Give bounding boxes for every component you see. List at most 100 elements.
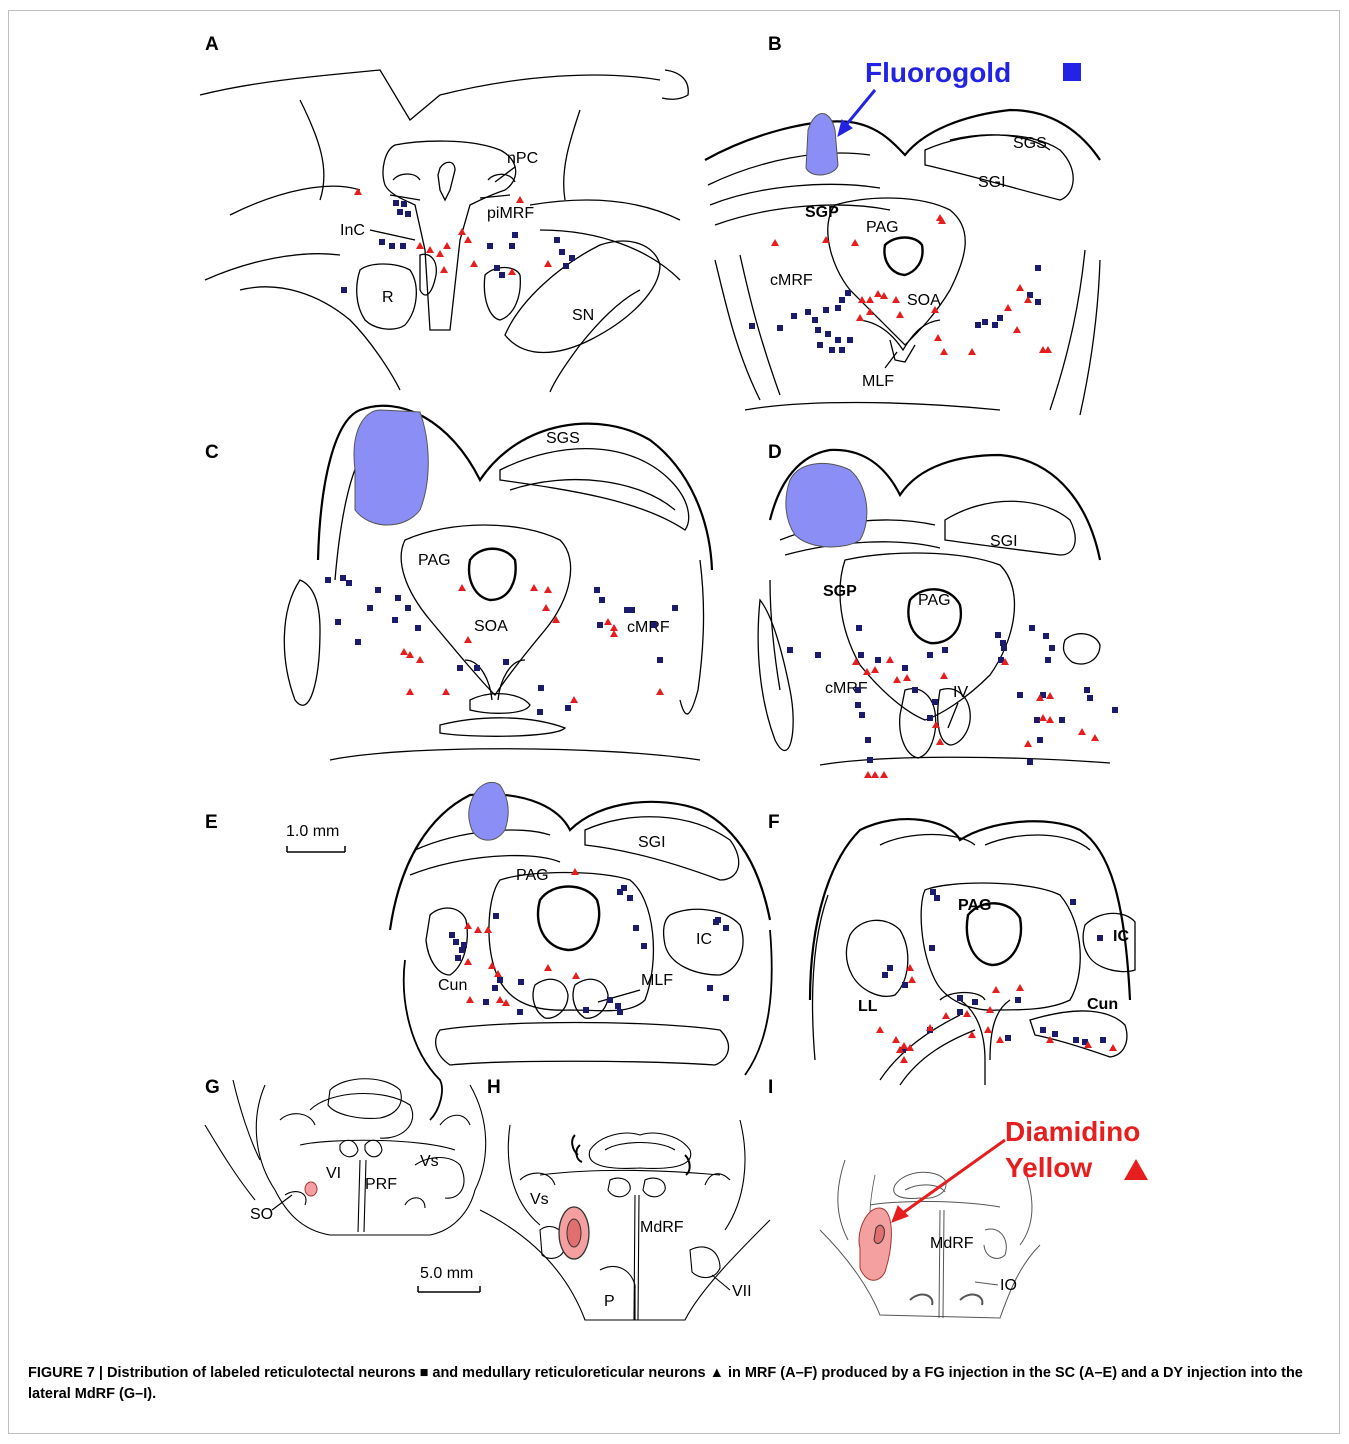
reticuloreticular-neuron-marker [466, 996, 474, 1003]
reticulotectal-neuron-marker [723, 995, 729, 1001]
reticulotectal-neuron-marker [341, 287, 347, 293]
reticulotectal-neuron-marker [902, 665, 908, 671]
reticulotectal-neuron-marker [492, 985, 498, 991]
reticulotectal-neuron-marker [379, 239, 385, 245]
reticulotectal-neuron-marker [855, 702, 861, 708]
reticulotectal-neuron-marker [1087, 695, 1093, 701]
reticuloreticular-neuron-marker [900, 1042, 908, 1049]
region-label-sgs-b: SGS [1013, 135, 1047, 152]
reticulotectal-neuron-marker [856, 625, 862, 631]
reticulotectal-neuron-marker [1084, 687, 1090, 693]
reticulotectal-neuron-marker [1017, 692, 1023, 698]
reticulotectal-neuron-marker [538, 685, 544, 691]
reticuloreticular-neuron-marker [443, 242, 451, 249]
panel-d: D SGI SGP PAG cMRF IV [758, 442, 1110, 765]
reticulotectal-neuron-marker [975, 322, 981, 328]
region-label-vs-h: Vs [530, 1191, 549, 1208]
region-label-pag-d: PAG [918, 592, 951, 609]
reticulotectal-neuron-marker [509, 243, 515, 249]
figure-caption: FIGURE 7 | Distribution of labeled retic… [28, 1363, 1323, 1405]
reticulotectal-neuron-marker [1029, 625, 1035, 631]
reticuloreticular-neuron-marker [436, 250, 444, 257]
reticulotectal-neuron-marker [749, 323, 755, 329]
reticulotectal-neuron-marker [405, 605, 411, 611]
region-label-pag-f: PAG [958, 897, 991, 914]
reticulotectal-neuron-marker [839, 297, 845, 303]
panel-label-d: D [768, 442, 782, 463]
reticulotectal-neuron-marker [340, 575, 346, 581]
reticulotectal-neuron-marker [1045, 657, 1051, 663]
reticulotectal-neuron-marker [657, 657, 663, 663]
reticuloreticular-neuron-marker [866, 308, 874, 315]
reticuloreticular-neuron-marker [1091, 734, 1099, 741]
reticulotectal-neuron-marker [932, 699, 938, 705]
reticuloreticular-neuron-marker [856, 314, 864, 321]
region-label-p-h: P [604, 1293, 615, 1310]
reticulotectal-neuron-marker [461, 942, 467, 948]
reticulotectal-neuron-marker [633, 925, 639, 931]
reticuloreticular-neuron-marker [604, 618, 612, 625]
reticulotectal-neuron-marker [1040, 1027, 1046, 1033]
reticulotectal-neuron-marker [400, 243, 406, 249]
reticuloreticular-neuron-marker [851, 239, 859, 246]
reticulotectal-neuron-marker [934, 895, 940, 901]
reticuloreticular-neuron-marker [464, 922, 472, 929]
reticulotectal-neuron-marker [617, 889, 623, 895]
reticulotectal-neuron-marker [707, 985, 713, 991]
region-label-soa-b: SOA [907, 292, 941, 309]
reticulotectal-neuron-marker [835, 337, 841, 343]
fluorogold-label: Fluorogold [865, 57, 1011, 88]
reticulotectal-neuron-marker [1001, 645, 1007, 651]
reticuloreticular-neuron-marker [903, 674, 911, 681]
reticulotectal-neuron-marker [629, 607, 635, 613]
region-label-mlf-b: MLF [862, 373, 894, 390]
reticulotectal-neuron-marker [1059, 717, 1065, 723]
reticuloreticular-neuron-marker [1109, 1044, 1117, 1051]
reticuloreticular-neuron-marker [1004, 304, 1012, 311]
reticulotectal-neuron-marker [1043, 633, 1049, 639]
reticulotectal-neuron-marker [1052, 1031, 1058, 1037]
reticulotectal-neuron-marker [1070, 899, 1076, 905]
reticuloreticular-neuron-marker [892, 1036, 900, 1043]
panel-f: F PAG IC LL Cun [768, 812, 1135, 1085]
region-label-sgp-d: SGP [823, 583, 857, 600]
reticulotectal-neuron-marker [1015, 997, 1021, 1003]
reticuloreticular-neuron-marker [572, 972, 580, 979]
reticulotectal-neuron-marker [957, 995, 963, 1001]
reticulotectal-neuron-marker [627, 895, 633, 901]
reticuloreticular-neuron-marker [416, 656, 424, 663]
reticuloreticular-neuron-marker [458, 584, 466, 591]
region-label-inc: InC [340, 222, 365, 239]
reticuloreticular-neuron-marker [1013, 326, 1021, 333]
panel-label-f: F [768, 812, 780, 833]
reticulotectal-neuron-marker [559, 249, 565, 255]
reticulotectal-neuron-marker [512, 232, 518, 238]
reticulotectal-neuron-marker [902, 982, 908, 988]
reticulotectal-neuron-marker [723, 925, 729, 931]
reticuloreticular-neuron-marker [992, 986, 1000, 993]
reticuloreticular-neuron-marker [470, 260, 478, 267]
region-label-sgp-b: SGP [805, 204, 839, 221]
reticulotectal-neuron-marker [1097, 935, 1103, 941]
reticuloreticular-neuron-marker [968, 348, 976, 355]
reticuloreticular-neuron-marker [440, 266, 448, 273]
reticulotectal-neuron-marker [882, 972, 888, 978]
reticuloreticular-neuron-marker [542, 604, 550, 611]
reticuloreticular-neuron-marker [516, 196, 524, 203]
reticulotectal-neuron-marker [375, 587, 381, 593]
reticulotectal-neuron-marker [1037, 737, 1043, 743]
diamidino-label-1: Diamidino [1005, 1116, 1140, 1147]
scale-bar-e [287, 846, 345, 852]
reticuloreticular-neuron-marker [963, 1010, 971, 1017]
region-label-pag-e: PAG [516, 867, 549, 884]
reticuloreticular-neuron-marker [893, 676, 901, 683]
reticulotectal-neuron-marker [395, 595, 401, 601]
reticulotectal-neuron-marker [389, 243, 395, 249]
reticulotectal-neuron-marker [453, 939, 459, 945]
region-label-vs-g: Vs [420, 1153, 439, 1170]
reticulotectal-neuron-marker [455, 955, 461, 961]
reticuloreticular-neuron-marker [896, 311, 904, 318]
reticuloreticular-neuron-marker [610, 630, 618, 637]
region-label-pag-c: PAG [418, 552, 451, 569]
